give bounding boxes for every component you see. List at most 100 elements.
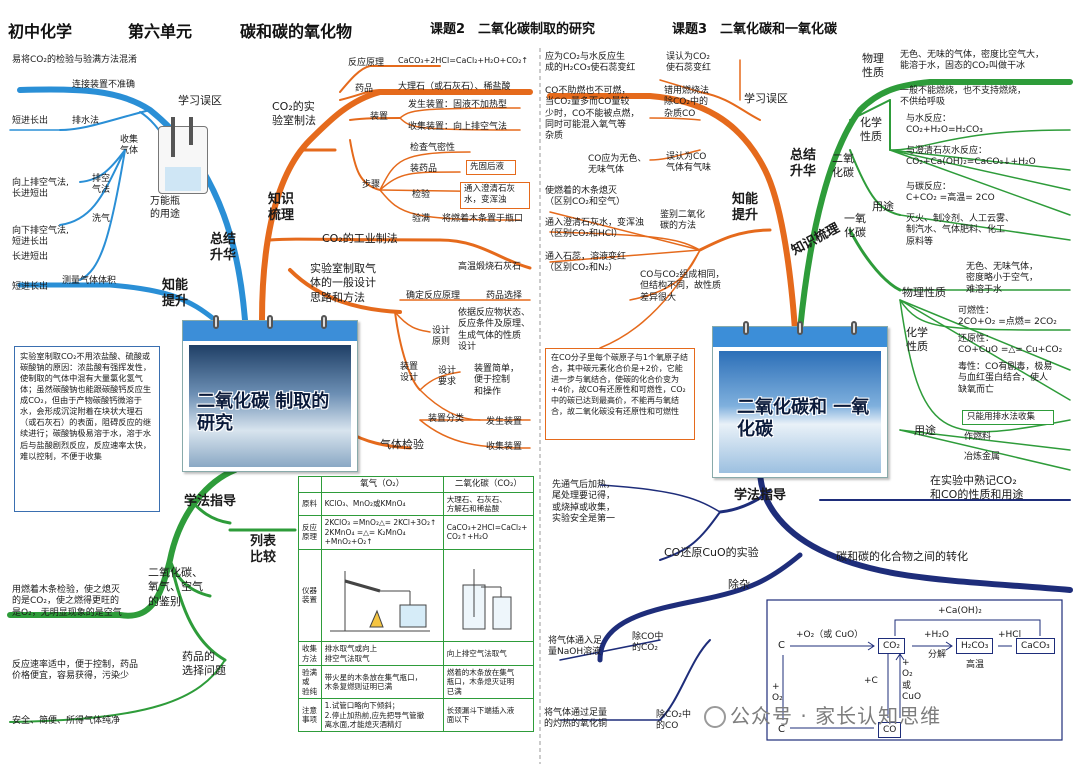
impurity-removal: 除杂 bbox=[728, 578, 750, 592]
right-summary: 总结 升华 bbox=[790, 148, 816, 181]
co2-chem-1: 一般不能燃烧，也不支持燃烧， 不供给呼吸 bbox=[900, 86, 1026, 109]
table-header: 二氧化碳（CO₂） bbox=[443, 477, 533, 493]
left-card-title: 二氧化碳 制取的研究 bbox=[197, 391, 347, 434]
step-test: 检验 bbox=[412, 190, 430, 201]
row-down: 向下排空气法, 短进长出 bbox=[12, 226, 69, 249]
general-method: 实验室制取气 体的一般设计 思路和方法 bbox=[310, 262, 376, 305]
impurity-2-method: 将气体通过足量 的灼热的氧化铜 bbox=[544, 708, 607, 731]
step-full-note: 将燃着木条置于瓶口 bbox=[442, 214, 523, 225]
identify-text: 用燃着木条检验，使之熄灭的是CO₂，使之燃得更旺的是O₂，无明显现象的是空气 bbox=[12, 585, 124, 619]
row-air: 排空 气法 bbox=[92, 174, 110, 197]
mistake-r2-b: 错用燃烧法 除CO₂中的 杂质CO bbox=[664, 86, 709, 120]
left-note: 实验室制取CO₂不用浓盐酸、硫酸或碳酸钠的原因：浓盐酸有强挥发性，使制取的气体中… bbox=[14, 346, 160, 512]
table-row: 反应 原理 2KClO₃ =MnO₂△= 2KCl+3O₂↑ 2KMnO₄ =△… bbox=[299, 516, 534, 549]
bottle-usage: 万能瓶 的用途 bbox=[150, 196, 180, 221]
collector-device: 收集装置：向上排空气法 bbox=[408, 122, 507, 133]
identify-3: 通入石蕊，溶液变红 （区别CO₂和N₂） bbox=[545, 252, 626, 275]
center-knowledge: 知识 梳理 bbox=[268, 192, 294, 225]
step-full: 验满 bbox=[412, 214, 430, 225]
table-cell: 收集 方法 bbox=[299, 642, 322, 666]
node-co2: CO₂ bbox=[878, 638, 905, 654]
row-wash-dir: 长进短出 bbox=[12, 252, 48, 263]
edge-o2-cuo: +O₂（或 CuO） bbox=[796, 630, 863, 641]
co2-lab-method: CO₂的实 验室制法 bbox=[272, 100, 316, 129]
principle-eq: CaCO₃+2HCl=CaCl₂+H₂O+CO₂↑ bbox=[398, 56, 528, 66]
table-cell: 1.试管口略向下倾斜； 2.停止加热前,应先把导气管撤 离水面,才能熄灭酒精灯 bbox=[321, 699, 443, 732]
right-note: 在CO分子里每个碳原子与1个氧原子结合，其中碳元素化合价是+2价，它能进一步与氧… bbox=[545, 348, 695, 440]
watermark: 公众号 · 家长认知思维 bbox=[730, 704, 941, 728]
co2-phys: 无色、无味的气体，密度比空气大， 能溶于水，固态的CO₂叫做干冰 bbox=[900, 50, 1044, 73]
table-cell: 仪器 装置 bbox=[299, 549, 322, 642]
co-reduce-cuo: CO还原CuO的实验 bbox=[664, 546, 759, 560]
table-row: 原料 KClO₃、MnO₂或KMnO₄ 大理石、石灰石、 方解石和稀盐酸 bbox=[299, 492, 534, 516]
table-cell: CaCO₃+2HCl=CaCl₂+ CO₂↑+H₂O bbox=[443, 516, 533, 549]
identify-2: 通入澄清石灰水，变浑浊 （区别CO₂和HCl） bbox=[545, 218, 644, 241]
table-cell: 长颈漏斗下端插入液 面以下 bbox=[443, 699, 533, 732]
oxygen-apparatus-image bbox=[321, 549, 443, 642]
memorize-properties: 在实验中熟记CO₂ 和CO的性质和用途 bbox=[930, 474, 1023, 503]
collect-gas: 收集 气体 bbox=[120, 135, 138, 158]
row-wash: 洗气 bbox=[92, 214, 110, 225]
step-check: 检查气密性 bbox=[410, 143, 455, 154]
industry-value: 高温煅烧石灰石 bbox=[458, 262, 521, 273]
mistake-r3-a: CO应为无色、 无味气体 bbox=[588, 154, 646, 177]
node-c: C bbox=[778, 640, 785, 653]
identify-label: 二氧化碳、 氧气、空气 的鉴别 bbox=[148, 566, 203, 609]
edge-decompose: 分解 bbox=[928, 650, 946, 661]
identify-method: 鉴别二氧化 碳的方法 bbox=[660, 210, 705, 233]
edge-high-temp: 高温 bbox=[966, 660, 984, 671]
impurity-1-method: 将气体通入足 量NaOH溶液 bbox=[548, 636, 602, 659]
oxygen-apparatus-icon bbox=[325, 561, 435, 637]
co2-chem-3: 与澄清石灰水反应： CO₂+Ca(OH)₂=CaCO₃↓+H₂O bbox=[906, 146, 1036, 169]
edge-c-plus: +C bbox=[864, 676, 878, 687]
device-class: 装置分类 bbox=[428, 414, 464, 425]
identify-4: CO与CO₂组成相同， 但结构不同，故性质 差异很大 bbox=[640, 270, 724, 304]
co-use-3: 冶炼金属 bbox=[964, 452, 1000, 463]
row-measure: 测量气体体积 bbox=[62, 276, 116, 287]
generator-device-class: 发生装置 bbox=[486, 417, 522, 428]
edge-o2-left: + O₂ bbox=[772, 682, 783, 705]
device-label: 装置 bbox=[370, 112, 388, 123]
table-row: 仪器 装置 bbox=[299, 549, 534, 642]
reagents-label: 药品 bbox=[355, 84, 373, 95]
generator-device: 发生装置：固液不加热型 bbox=[408, 100, 507, 111]
right-improve: 知能 提升 bbox=[732, 192, 758, 225]
table-header bbox=[299, 477, 322, 493]
identify-1: 使燃着的木条熄灭 （区别CO₂和空气） bbox=[545, 186, 625, 209]
co-phys: 无色、无味气体， 密度略小于空气， 难溶于水 bbox=[966, 262, 1038, 296]
table-row: 注意 事项 1.试管口略向下倾斜； 2.停止加热前,应先把导气管撤 离水面,才能… bbox=[299, 699, 534, 732]
left-improve: 知能 提升 bbox=[162, 278, 188, 311]
co2-use: 灭火、制冷剂、人工云雾、 制汽水、气体肥料、化工 原料等 bbox=[906, 214, 1014, 248]
co-chem-1: 可燃性： 2CO+O₂ =点燃= 2CO₂ bbox=[958, 306, 1057, 329]
co-chem-2: 还原性： CO+CuO =△= Cu+CO₂ bbox=[958, 334, 1062, 357]
principle-label: 反应原理 bbox=[348, 58, 384, 69]
row-drain: 排水法 bbox=[72, 116, 99, 127]
right-learning-mistakes: 学习误区 bbox=[744, 92, 788, 106]
confirm-principle: 确定反应原理 bbox=[406, 291, 460, 302]
wechat-icon bbox=[704, 706, 726, 728]
co-phys-label: 物理性质 bbox=[902, 286, 946, 300]
left-topic-card: 二氧化碳 制取的研究 bbox=[182, 320, 358, 472]
co2-chem-label: 化学 性质 bbox=[860, 116, 882, 145]
left-method: 学法指导 bbox=[184, 494, 236, 510]
right-card-title: 二氧化碳和 一氧化碳 bbox=[737, 397, 887, 440]
table-cell: 向上排空气法取气 bbox=[443, 642, 533, 666]
co2-apparatus-image bbox=[443, 549, 533, 642]
edge-o2-or: + O₂ 或 CuO bbox=[902, 658, 921, 703]
co-use-2: 作燃料 bbox=[964, 432, 991, 443]
co2-industry: CO₂的工业制法 bbox=[322, 232, 398, 246]
step-load-note: 先固后液 bbox=[466, 160, 516, 175]
left-learning-mistakes: 学习误区 bbox=[178, 94, 222, 108]
impurity-2-goal: 除CO₂中 的CO bbox=[656, 710, 691, 733]
table-row: 验满 或 验纯 带火星的木条放在集气瓶口， 木条复燃则证明已满 燃着的木条放在集… bbox=[299, 666, 534, 699]
table-cell: 反应 原理 bbox=[299, 516, 322, 549]
table-cell: KClO₃、MnO₂或KMnO₄ bbox=[321, 492, 443, 516]
table-cell: 排水取气或向上 排空气法取气 bbox=[321, 642, 443, 666]
co-label: 一氧 化碳 bbox=[844, 212, 866, 241]
device-design: 装置 设计 bbox=[400, 362, 418, 385]
mistake-1: 易将CO₂的检验与验满方法混淆 bbox=[12, 55, 137, 66]
reagents-value: 大理石（或石灰石）、稀盐酸 bbox=[398, 82, 511, 93]
table-cell: 注意 事项 bbox=[299, 699, 322, 732]
co2-chem-2: 与水反应： CO₂+H₂O=H₂CO₃ bbox=[906, 114, 983, 137]
impurity-1-goal: 除CO中 的CO₂ bbox=[632, 632, 663, 655]
